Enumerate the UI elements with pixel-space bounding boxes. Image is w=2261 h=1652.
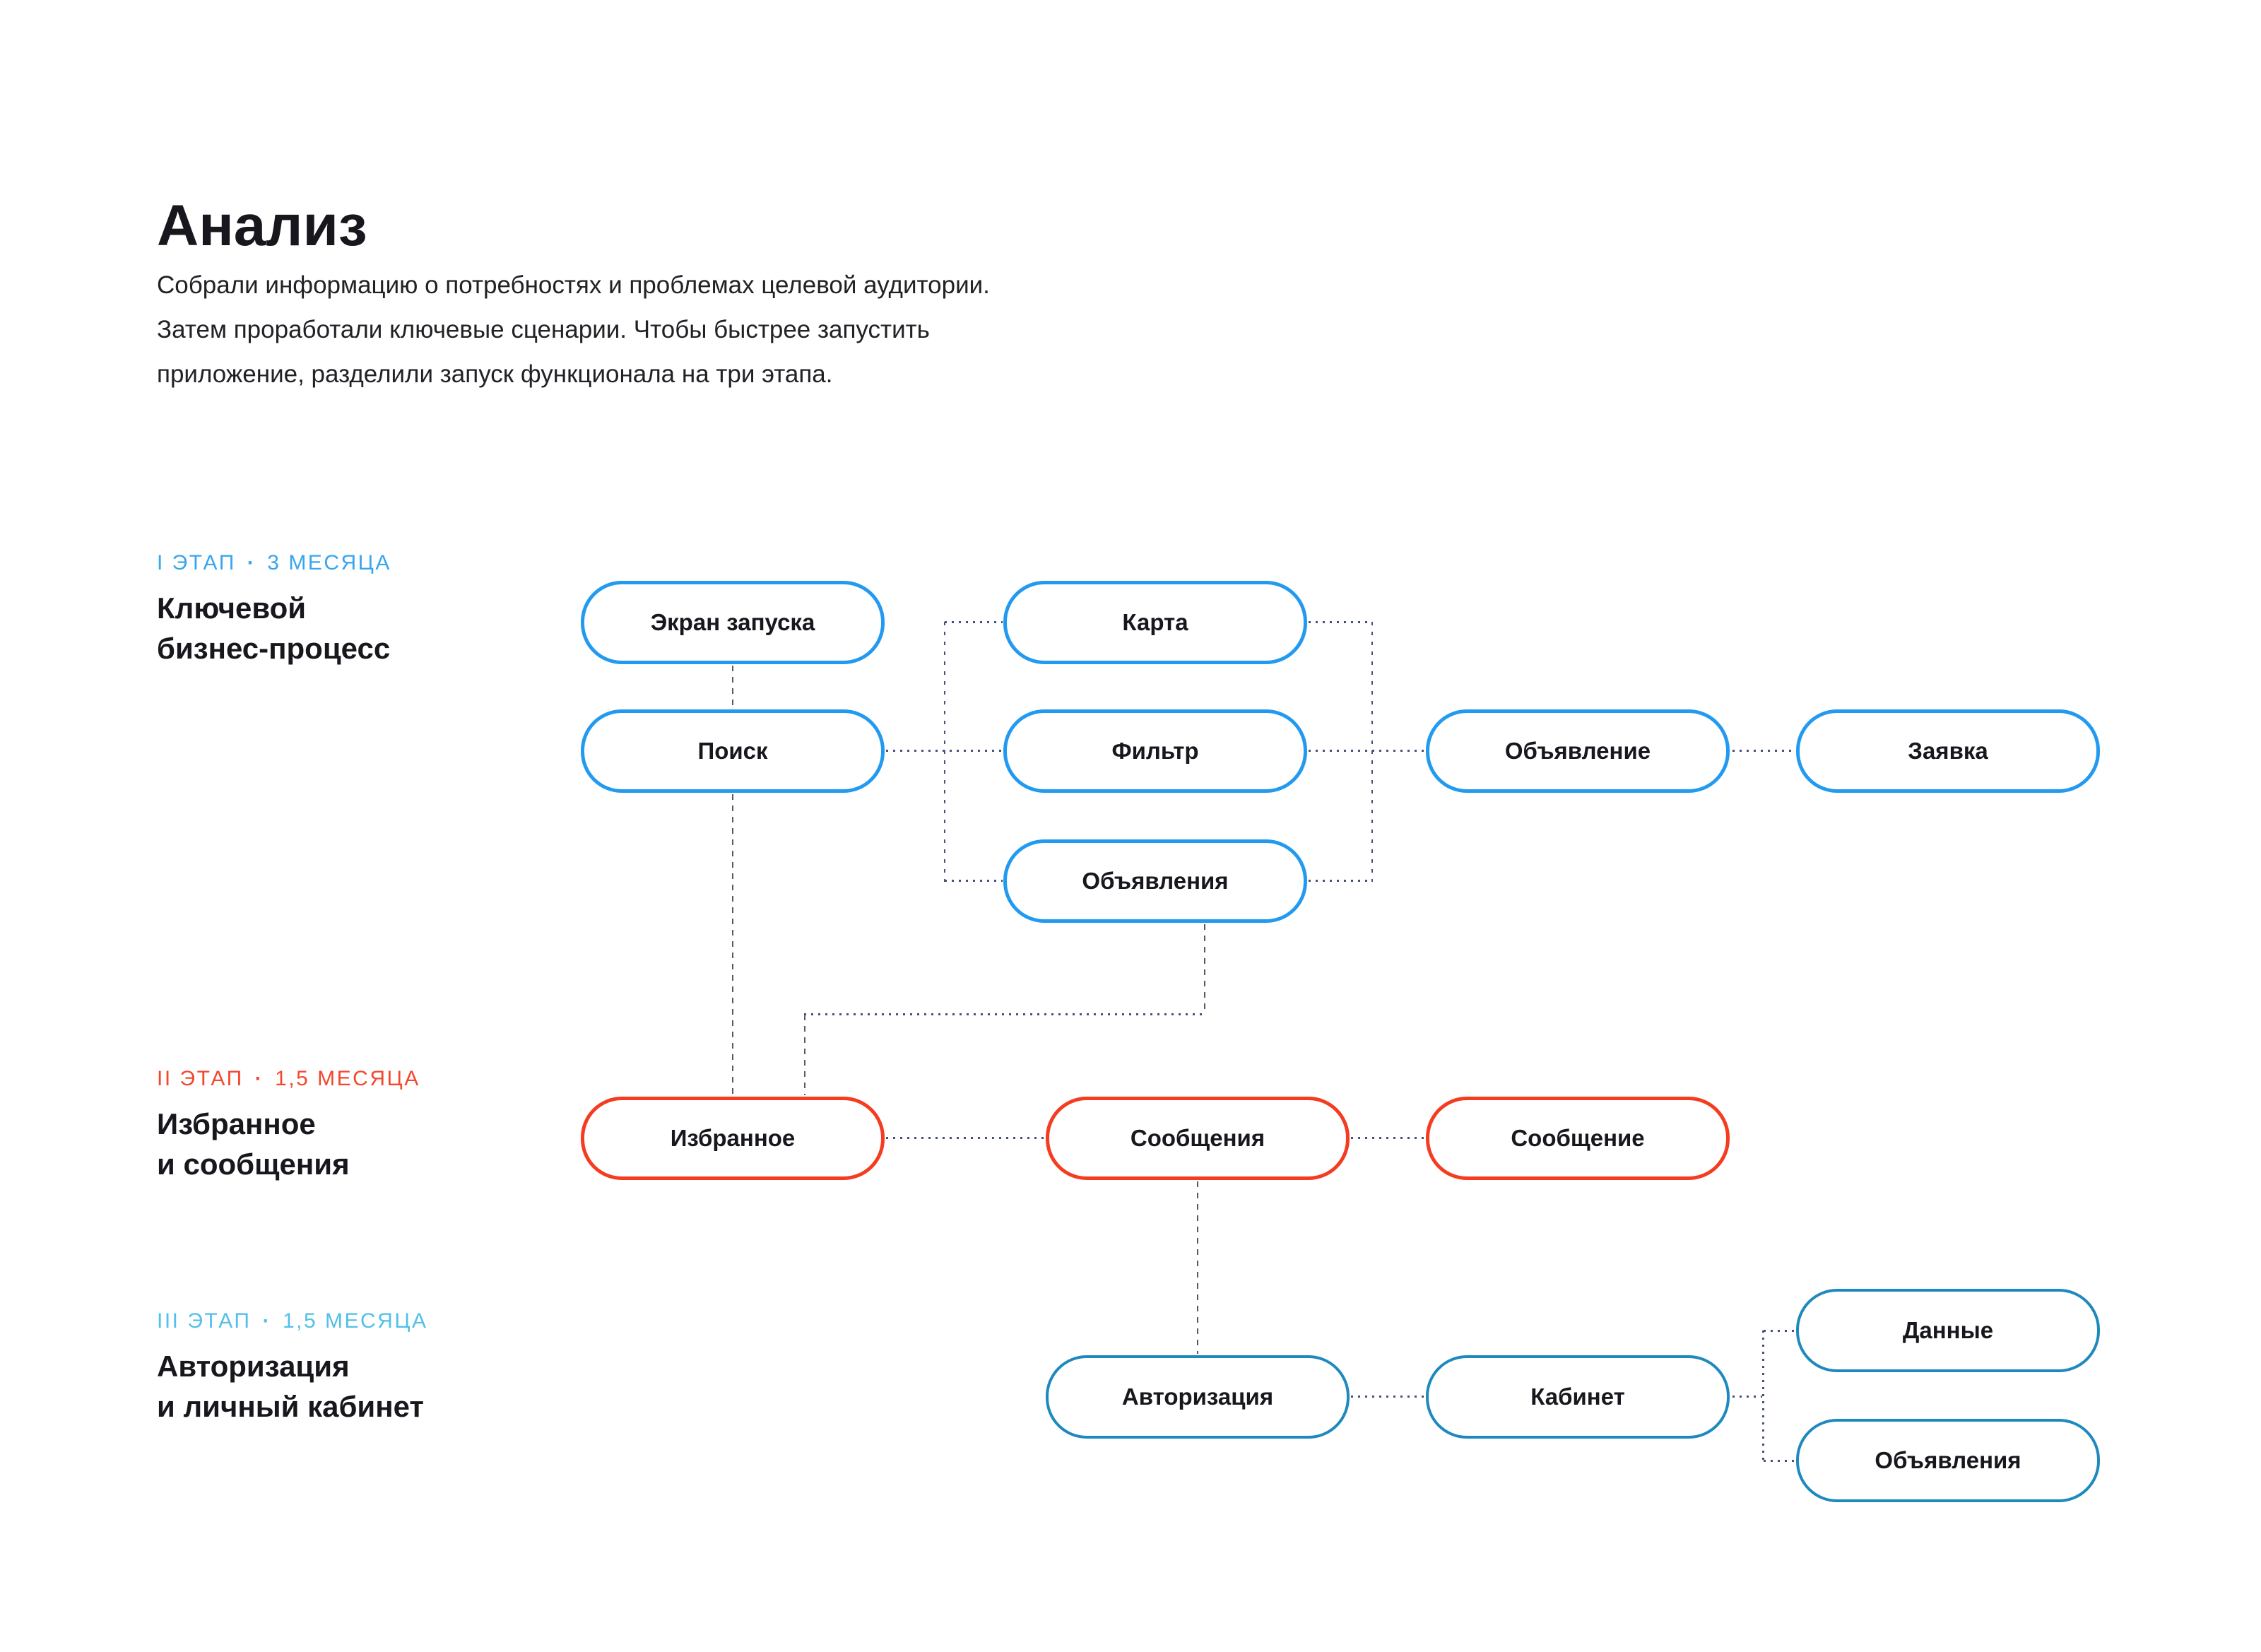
stage-1-label: I ЭТАП · 3 МЕСЯЦА [157, 551, 391, 575]
page-title: Анализ [157, 193, 367, 258]
connector-left-rail [944, 622, 945, 882]
node-dannye: Данные [1796, 1289, 2100, 1372]
node-obyavleniya-lk: Объявления [1796, 1419, 2100, 1502]
stage-2-phase: II ЭТАП [157, 1067, 244, 1090]
connector-elbow-horizontal [804, 1013, 1205, 1015]
connector-rail-obyavleniya-left [945, 880, 1003, 882]
connector-kabinet-branch [1732, 1396, 1762, 1398]
connector-soobshcheniya-avtorizaciya [1197, 1181, 1198, 1354]
connector-ekran-poisk [732, 666, 733, 709]
stage-3-separator: · [262, 1309, 271, 1333]
node-kabinet: Кабинет [1426, 1355, 1730, 1439]
node-izbrannoe: Избранное [581, 1097, 885, 1180]
node-filtr: Фильтр [1003, 709, 1307, 793]
stage-1-duration: 3 МЕСЯЦА [267, 551, 391, 574]
node-obyavlenie: Объявление [1426, 709, 1730, 793]
connector-rail-karta-right [1309, 621, 1372, 623]
connector-obyavlenie-zayavka [1732, 750, 1795, 752]
connector-branch-obyavleniya-lk [1764, 1460, 1795, 1462]
node-soobshchenie: Сообщение [1426, 1097, 1730, 1180]
stage-1-heading-line: Ключевой [157, 591, 307, 625]
stage-2-heading-line: Избранное [157, 1107, 316, 1140]
node-obyavleniya: Объявления [1003, 839, 1307, 923]
connector-obyavleniya-elbow [1204, 924, 1205, 1015]
stage-3-heading-line: и личный кабинет [157, 1390, 424, 1423]
node-ekran-zapuska: Экран запуска [581, 581, 885, 664]
connector-avtorizaciya-kabinet [1351, 1396, 1424, 1398]
description-line: Затем проработали ключевые сценарии. Что… [157, 316, 930, 343]
stage-1-heading-line: бизнес-процесс [157, 632, 391, 665]
stage-3-heading-line: Авторизация [157, 1350, 350, 1383]
stage-2-duration: 1,5 МЕСЯЦА [275, 1067, 420, 1090]
connector-elbow-izbrannoe [804, 1015, 805, 1095]
page-description: Собрали информацию о потребностях и проб… [157, 263, 990, 396]
connector-rail-karta-left [945, 621, 1003, 623]
connector-right-rail [1371, 622, 1373, 882]
connector-filtr-obyavlenie [1309, 750, 1424, 752]
node-poisk: Поиск [581, 709, 885, 793]
connector-izbrannoe-soobshcheniya [886, 1137, 1044, 1139]
node-karta: Карта [1003, 581, 1307, 664]
stage-3-label: III ЭТАП · 1,5 МЕСЯЦА [157, 1309, 428, 1333]
description-line: приложение, разделили запуск функционала… [157, 360, 833, 388]
stage-2-label: II ЭТАП · 1,5 МЕСЯЦА [157, 1067, 420, 1091]
stage-3-heading: Авторизация и личный кабинет [157, 1346, 424, 1427]
description-line: Собрали информацию о потребностях и проб… [157, 271, 990, 299]
stage-3-duration: 1,5 МЕСЯЦА [282, 1309, 428, 1333]
stage-1-separator: · [247, 551, 256, 574]
connector-branch-rail [1762, 1331, 1764, 1462]
node-soobshcheniya: Сообщения [1046, 1097, 1350, 1180]
stage-1-heading: Ключевой бизнес-процесс [157, 588, 390, 668]
connector-branch-dannye [1764, 1330, 1795, 1332]
stage-3-phase: III ЭТАП [157, 1309, 252, 1333]
stage-2-heading-line: и сообщения [157, 1147, 350, 1181]
stage-1-phase: I ЭТАП [157, 551, 236, 574]
node-zayavka: Заявка [1796, 709, 2100, 793]
connector-rail-obyavleniya-right [1309, 880, 1372, 882]
stage-2-separator: · [254, 1067, 264, 1090]
connector-poisk-izbrannoe [732, 794, 733, 1095]
node-avtorizaciya: Авторизация [1046, 1355, 1350, 1439]
connector-soobshcheniya-soobshchenie [1351, 1137, 1424, 1139]
stage-2-heading: Избранное и сообщения [157, 1104, 350, 1184]
